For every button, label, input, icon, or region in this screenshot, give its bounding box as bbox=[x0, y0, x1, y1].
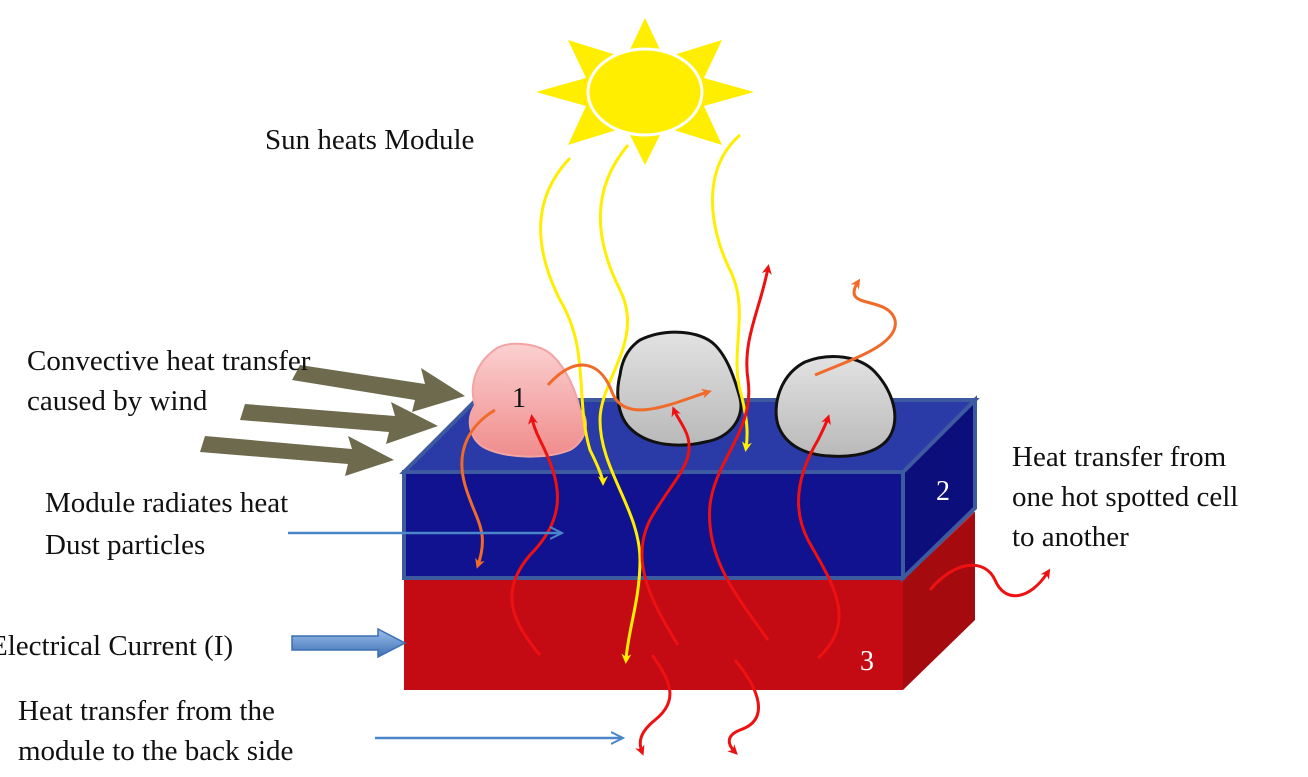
electrical-current-arrow bbox=[291, 627, 407, 659]
bottom-layer-number: 3 bbox=[860, 646, 874, 677]
heat-arrow bbox=[727, 659, 760, 755]
wind-arrow bbox=[200, 436, 394, 476]
dust-particle bbox=[774, 355, 897, 458]
heat-arrow bbox=[708, 264, 772, 641]
hotspot-label-line1: Heat transfer from bbox=[1012, 441, 1227, 473]
sun-disc bbox=[586, 47, 704, 137]
sun-label: Sun heats Module bbox=[265, 124, 474, 156]
wind-arrow bbox=[292, 365, 465, 412]
conduction-arrows bbox=[460, 278, 897, 569]
conduction-arrow bbox=[460, 408, 496, 569]
heat-arrow bbox=[797, 414, 841, 660]
wind-arrows bbox=[200, 365, 465, 476]
wind-arrow bbox=[240, 402, 438, 444]
bottom-layer-front bbox=[404, 580, 903, 690]
conduction-arrow bbox=[814, 278, 897, 377]
top-layer-number: 2 bbox=[936, 476, 950, 507]
heat-arrows bbox=[510, 264, 1051, 756]
heat-arrow bbox=[640, 406, 691, 646]
back-side-label-line1: Heat transfer from the bbox=[18, 695, 275, 727]
hot-particle-number: 1 bbox=[512, 383, 526, 414]
current-label: Electrical Current (I) bbox=[0, 630, 233, 662]
convective-label-line1: Convective heat transfer bbox=[27, 345, 311, 377]
hot-dust-particle bbox=[468, 342, 587, 458]
hotspot-label-line3: to another bbox=[1012, 521, 1129, 553]
heat-arrow bbox=[510, 414, 559, 656]
dust-particle bbox=[616, 330, 743, 447]
sun-icon bbox=[536, 18, 754, 165]
hotspot-label-line2: one hot spotted cell bbox=[1012, 481, 1238, 513]
radiates-label: Module radiates heat bbox=[45, 487, 288, 519]
sunlight-ray bbox=[598, 144, 642, 664]
back-side-label-line2: module to the back side bbox=[18, 735, 293, 767]
heat-arrow bbox=[635, 654, 672, 756]
dust-label: Dust particles bbox=[45, 529, 205, 561]
sunlight-ray bbox=[539, 156, 608, 486]
heat-arrow bbox=[928, 563, 1051, 598]
conduction-arrow bbox=[546, 363, 712, 412]
convective-label-line2: caused by wind bbox=[27, 385, 208, 417]
bottom-layer-side bbox=[903, 512, 975, 690]
